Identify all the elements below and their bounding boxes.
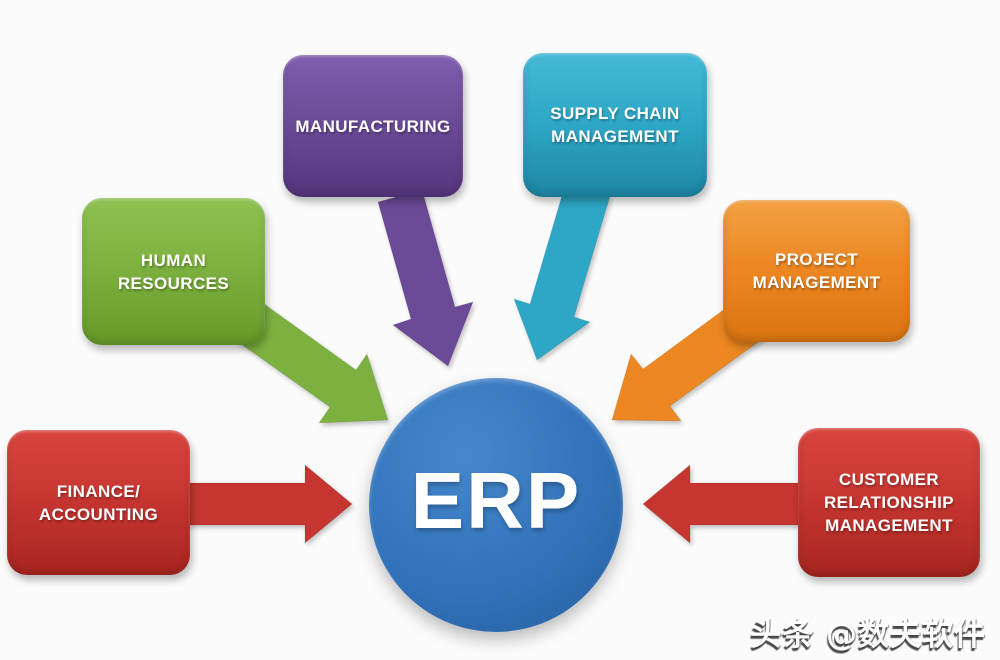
watermark-text: 头条 @数夫软件 — [750, 617, 986, 653]
module-label-finance-accounting: FINANCE/ ACCOUNTING — [38, 481, 159, 524]
module-box-finance-accounting: FINANCE/ ACCOUNTING — [7, 430, 190, 575]
erp-center-label: ERP — [410, 456, 582, 545]
arrow-finance-to-erp — [182, 463, 353, 545]
arrow-supply-chain-to-erp — [513, 181, 611, 361]
arrow-manufacturing-to-erp — [377, 189, 474, 367]
module-box-human-resources: HUMAN RESOURCES — [82, 198, 265, 345]
erp-center-circle: ERP — [369, 378, 623, 632]
module-box-manufacturing: MANUFACTURING — [283, 55, 463, 197]
module-label-manufacturing: MANUFACTURING — [295, 116, 451, 136]
module-label-supply-chain: SUPPLY CHAIN MANAGEMENT — [550, 104, 680, 146]
module-box-supply-chain: SUPPLY CHAIN MANAGEMENT — [523, 53, 707, 197]
module-box-project-management: PROJECT MANAGEMENT — [723, 200, 910, 342]
watermark-toutiao: 头条 @数夫软件 — [750, 609, 986, 654]
module-label-project-management: PROJECT MANAGEMENT — [752, 250, 881, 292]
arrow-crm-to-erp — [642, 463, 813, 545]
module-box-customer-relationship-management: CUSTOMER RELATIONSHIP MANAGEMENT — [798, 428, 980, 577]
module-label-customer-relationship-management: CUSTOMER RELATIONSHIP MANAGEMENT — [823, 470, 955, 535]
module-label-human-resources: HUMAN RESOURCES — [117, 250, 230, 293]
arrow-human-resources-to-erp — [226, 295, 389, 424]
